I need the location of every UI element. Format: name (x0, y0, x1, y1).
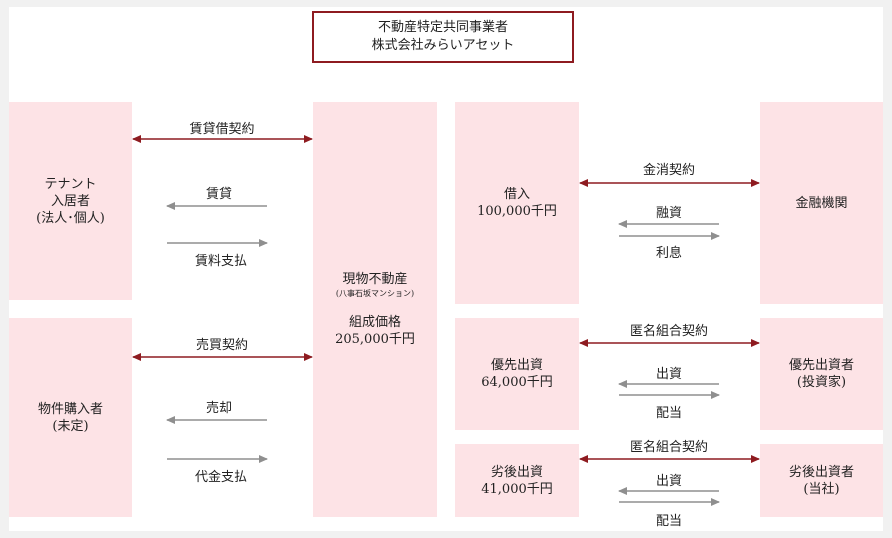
operator-box: 不動産特定共同事業者 株式会社みらいアセット (312, 11, 574, 63)
lease-label: 賃貸 (205, 187, 233, 202)
junior-investment-box: 劣後出資 41,000千円 (455, 444, 579, 517)
property-price: 205,000千円 (335, 332, 415, 347)
distribution-junior-label: 配当 (655, 514, 683, 529)
property-label: 現物不動産 (342, 272, 408, 287)
buyer-label: 物件購入者 (37, 401, 103, 417)
loan-amount: 100,000千円 (477, 204, 557, 219)
buyer-box: 物件購入者 (未定) (9, 318, 132, 517)
sale-label: 売却 (205, 401, 233, 416)
property-name: (八事石坂マンション) (335, 289, 415, 298)
investment-senior-label: 出資 (655, 367, 683, 382)
senior-investment-amount: 64,000千円 (481, 375, 553, 390)
junior-investment-label: 劣後出資 (490, 464, 543, 480)
junior-investor-box: 劣後出資者 (当社) (760, 444, 883, 517)
investment-junior-label: 出資 (655, 474, 683, 489)
loan-contract-label: 金消契約 (642, 163, 696, 178)
junior-investor-label: 劣後出資者 (788, 464, 854, 480)
financing-label: 融資 (655, 206, 683, 221)
junior-investment-amount: 41,000千円 (481, 481, 553, 497)
tenant-label: テナント (44, 176, 97, 192)
price-payment-label: 代金支払 (194, 470, 248, 485)
bank-box: 金融機関 (760, 102, 883, 304)
interest-label: 利息 (655, 246, 683, 261)
buyer-status: (未定) (52, 418, 89, 434)
senior-investor-type: (投資家) (796, 375, 847, 390)
tenant-type: (法人･個人) (36, 210, 105, 226)
operator-title: 不動産特定共同事業者 (377, 20, 508, 35)
property-box: 現物不動産 (八事石坂マンション) 組成価格 205,000千円 (313, 102, 437, 517)
structure-diagram: 不動産特定共同事業者 株式会社みらいアセット テナント 入居者 (法人･個人) … (9, 7, 883, 531)
loan-box: 借入 100,000千円 (455, 102, 579, 304)
operator-name: 株式会社みらいアセット (371, 38, 515, 53)
bank-label: 金融機関 (795, 195, 848, 211)
loan-label: 借入 (503, 187, 530, 202)
rent-payment-label: 賃料支払 (194, 254, 248, 269)
sale-contract-label: 売買契約 (195, 338, 249, 353)
tk-contract-junior-label: 匿名組合契約 (629, 440, 709, 455)
distribution-senior-label: 配当 (655, 406, 683, 421)
flow-arrows (132, 135, 760, 506)
tenant-box: テナント 入居者 (法人･個人) (9, 102, 132, 300)
tenant-sublabel: 入居者 (50, 193, 90, 209)
junior-investor-type: (当社) (803, 481, 840, 497)
tk-contract-senior-label: 匿名組合契約 (629, 324, 709, 339)
senior-investment-box: 優先出資 64,000千円 (455, 318, 579, 430)
senior-investor-box: 優先出資者 (投資家) (760, 318, 883, 430)
property-price-label: 組成価格 (348, 315, 401, 330)
senior-investment-label: 優先出資 (490, 358, 543, 373)
senior-investor-label: 優先出資者 (788, 358, 854, 373)
lease-contract-label: 賃貸借契約 (189, 122, 255, 137)
